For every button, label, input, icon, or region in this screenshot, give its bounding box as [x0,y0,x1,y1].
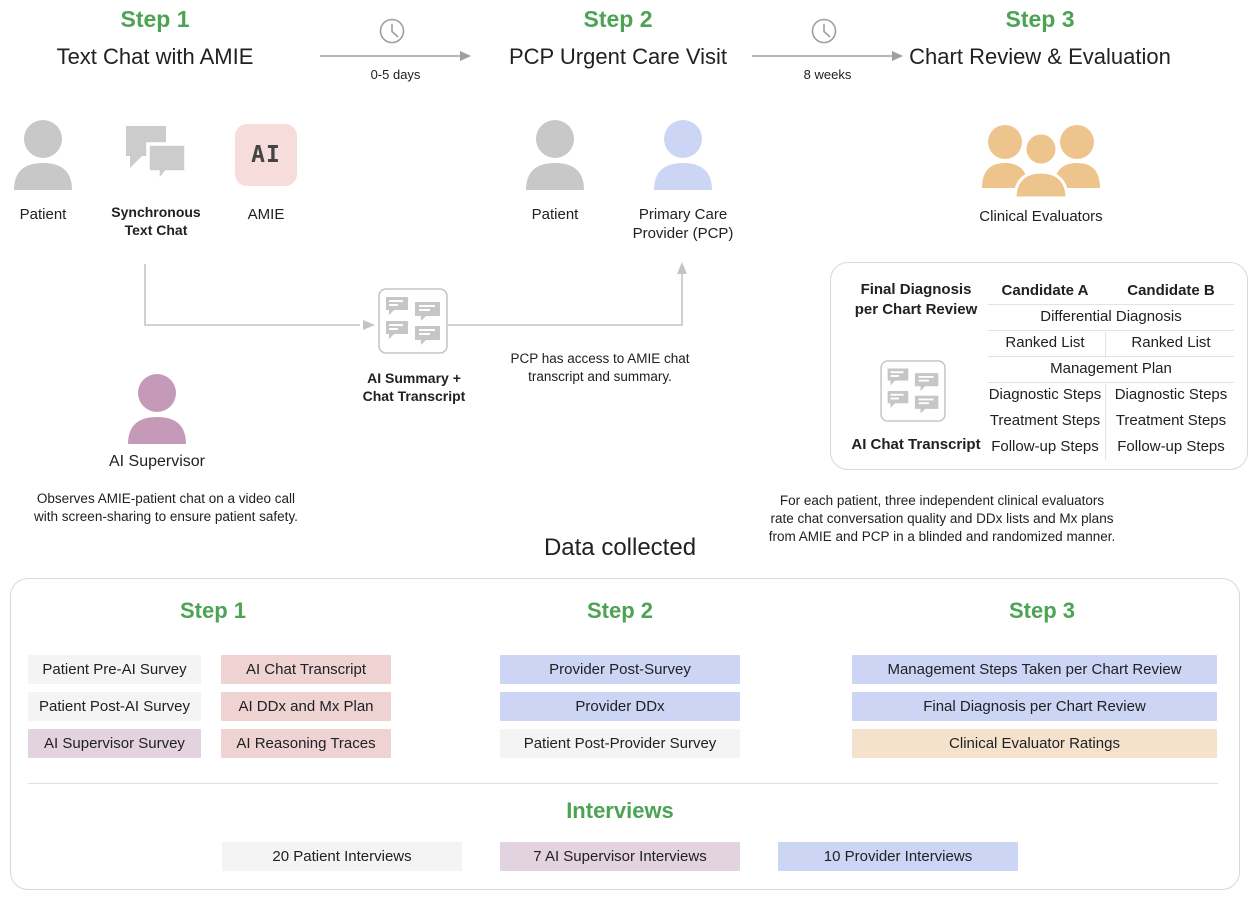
patient-icon-step2 [524,118,586,190]
flow-connectors [130,262,700,372]
chip-patient-post-ai-survey[interactable]: Patient Post-AI Survey [28,692,201,721]
evaluators-note-line3: from AMIE and PCP in a blinded and rando… [768,529,1116,545]
differential-diagnosis-section: Differential Diagnosis [1040,308,1182,325]
candidate-a-header: Candidate A [1001,282,1089,299]
followup-steps-b: Follow-up Steps [1117,438,1225,455]
chip-ai-supervisor-interviews[interactable]: 7 AI Supervisor Interviews [500,842,740,871]
data-step-2-heading: Step 2 [586,598,654,623]
diagnostic-steps-a: Diagnostic Steps [988,386,1102,403]
ai-summary-transcript-icon [378,288,448,354]
chip-provider-ddx[interactable]: Provider DDx [500,692,740,721]
step-2-title: PCP Urgent Care Visit [508,44,728,69]
chip-final-diagnosis-per-chart-review[interactable]: Final Diagnosis per Chart Review [852,692,1217,721]
table-divider [988,304,1234,305]
chip-provider-interviews[interactable]: 10 Provider Interviews [778,842,1018,871]
pcp-access-note: PCP has access to AMIE chat transcript a… [490,350,710,386]
final-diagnosis-line1: Final Diagnosis [860,281,972,298]
data-collected-panel [10,578,1240,890]
patient-icon-step1 [12,118,74,190]
ranked-list-a: Ranked List [1005,334,1085,351]
gap-label-1: 0-5 days [370,67,421,82]
table-divider [988,330,1234,331]
sync-text-chat-line1: Synchronous [111,204,201,220]
eval-chat-transcript-icon [880,360,946,422]
diagnostic-steps-b: Diagnostic Steps [1114,386,1228,403]
step-3-heading: Step 3 [1005,6,1075,32]
pcp-access-note-line1: PCP has access to AMIE chat [510,351,690,366]
final-diagnosis-title: Final Diagnosis per Chart Review [845,280,987,319]
person-icon [128,374,186,444]
data-step-3-heading: Step 3 [1008,598,1076,623]
ai-summary-label-line1: AI Summary + [367,370,461,386]
table-column-divider [1105,384,1106,460]
amie-label: AMIE [247,206,285,223]
ai-supervisor-label: AI Supervisor [108,453,206,470]
chip-patient-post-provider-survey[interactable]: Patient Post-Provider Survey [500,729,740,758]
step-2-heading: Step 2 [583,6,653,32]
gap-arrow-1 [318,18,473,88]
final-diagnosis-line2: per Chart Review [854,300,978,318]
clock-icon [811,18,837,44]
pcp-label-line1: Primary Care [638,206,728,223]
ai-supervisor-icon [126,372,188,444]
chip-provider-post-survey[interactable]: Provider Post-Survey [500,655,740,684]
gap-label-2: 8 weeks [803,67,852,82]
patient-label-step2: Patient [531,206,579,223]
chip-patient-interviews[interactable]: 20 Patient Interviews [222,842,462,871]
ai-summary-transcript-label: AI Summary + Chat Transcript [348,370,480,405]
ai-badge-icon: AI [235,124,297,186]
eval-chat-transcript-label: AI Chat Transcript [851,436,981,453]
people-group-icon [982,125,1100,200]
step-1-heading: Step 1 [120,6,190,32]
chip-ai-reasoning-traces[interactable]: AI Reasoning Traces [221,729,391,758]
evaluators-note: For each patient, three independent clin… [672,492,1212,547]
chip-management-steps-taken[interactable]: Management Steps Taken per Chart Review [852,655,1217,684]
chat-bubbles-icon [122,122,190,190]
clock-icon [379,18,405,44]
pcp-access-note-line2: transcript and summary. [528,369,672,385]
person-icon [14,120,72,190]
pcp-label: Primary Care Provider (PCP) [608,206,758,244]
person-icon [654,120,712,190]
pcp-icon [652,118,714,190]
sync-text-chat-line2: Text Chat [124,221,188,238]
ranked-list-b: Ranked List [1131,334,1211,351]
sync-text-chat-label: Synchronous Text Chat [100,204,212,239]
ai-supervisor-note: Observes AMIE-patient chat on a video ca… [20,490,312,526]
patient-label-step1: Patient [19,206,67,223]
ai-badge-text: AI [251,142,281,168]
table-column-divider [1105,332,1106,358]
chat-transcript-icon [378,288,448,354]
interviews-divider [28,783,1218,784]
gap-arrow-2 [750,18,905,88]
data-step-1-heading: Step 1 [179,598,247,623]
evaluation-panel [830,262,1248,470]
followup-steps-a: Follow-up Steps [991,438,1099,455]
chat-transcript-icon [880,360,946,422]
evaluators-note-line1: For each patient, three independent clin… [779,493,1105,508]
table-divider [988,382,1234,383]
step-1-title: Text Chat with AMIE [56,44,254,69]
ai-supervisor-note-line2: with screen-sharing to ensure patient sa… [34,509,298,525]
clinical-evaluators-label: Clinical Evaluators [979,208,1103,225]
step-3-title: Chart Review & Evaluation [909,44,1171,69]
management-plan-section: Management Plan [1050,360,1172,377]
ai-supervisor-note-line1: Observes AMIE-patient chat on a video ca… [36,491,296,506]
interviews-heading: Interviews [566,798,674,823]
evaluators-note-line2: rate chat conversation quality and DDx l… [770,511,1114,527]
treatment-steps-a: Treatment Steps [989,412,1101,429]
chip-ai-supervisor-survey[interactable]: AI Supervisor Survey [28,729,201,758]
candidate-b-header: Candidate B [1127,282,1215,299]
clinical-evaluators-icon [982,122,1100,200]
treatment-steps-b: Treatment Steps [1115,412,1227,429]
chip-patient-pre-ai-survey[interactable]: Patient Pre-AI Survey [28,655,201,684]
chip-ai-chat-transcript[interactable]: AI Chat Transcript [221,655,391,684]
pcp-label-line2: Provider (PCP) [632,224,734,242]
data-collected-heading: Data collected [543,534,697,561]
chip-ai-ddx-mx-plan[interactable]: AI DDx and Mx Plan [221,692,391,721]
person-icon [526,120,584,190]
table-divider [988,356,1234,357]
chip-clinical-evaluator-ratings[interactable]: Clinical Evaluator Ratings [852,729,1217,758]
ai-summary-label-line2: Chat Transcript [362,387,466,404]
